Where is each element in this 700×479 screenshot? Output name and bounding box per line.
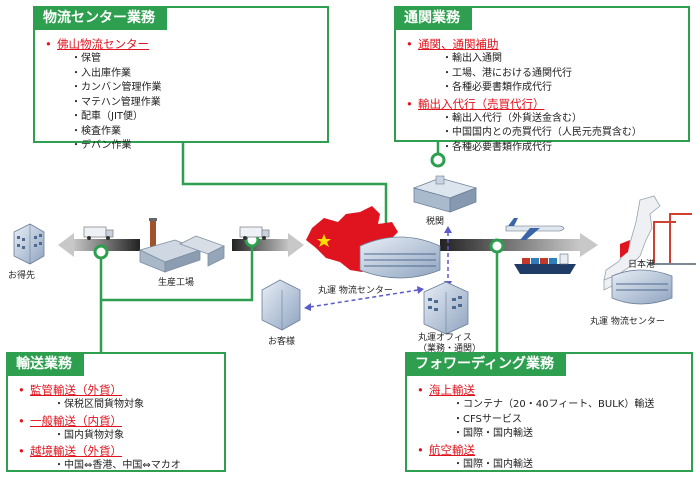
service-item: ・国際・国内輸送 xyxy=(453,458,533,470)
customs-services-body: •通関、通関補助 ・輸出入通関 ・工場、港における通関代行 ・各種必要書類作成代… xyxy=(406,36,684,155)
flow-arrow-to-customer xyxy=(58,233,140,257)
service-item: ・国際・国内輸送 xyxy=(453,428,533,439)
forwarding-services-box: フォワーディング業務 •海上輸送 ・コンテナ（20・40フィート、BULK）輸送… xyxy=(405,352,693,472)
service-item: ・輸出入通関 xyxy=(442,53,502,64)
service-heading: •佛山物流センター xyxy=(45,37,149,51)
service-item: ・中国国内との売買代行（人民元売買含む） xyxy=(442,127,642,138)
customs-office-label: 税関 xyxy=(426,217,445,227)
airplane-icon xyxy=(505,218,565,240)
service-heading: •海上輸送 xyxy=(417,383,475,397)
forwarding-services-body: •海上輸送 ・コンテナ（20・40フィート、BULK）輸送 ・CFSサービス ・… xyxy=(417,382,687,472)
service-item: ・入出庫作業 xyxy=(71,67,131,79)
japan-center-icon xyxy=(611,269,673,305)
factory-label: 生産工場 xyxy=(158,278,195,288)
office-label-line1: 丸運オフィス xyxy=(418,333,472,343)
service-heading: •航空輸送 xyxy=(417,442,475,457)
service-heading: •越境輸送（外貨） xyxy=(18,444,122,458)
service-item: ・検査作業 xyxy=(71,125,121,137)
service-item: ・各種必要書類作成代行 xyxy=(442,141,552,153)
warehouse-services-body: •佛山物流センター ・保管 ・入出庫作業 ・カンバン管理作業 ・マテハン管理作業… xyxy=(45,36,323,154)
service-heading: •輸出入代行（売買代行） xyxy=(406,96,545,111)
warehouse-services-box: 物流センター業務 •佛山物流センター ・保管 ・入出庫作業 ・カンバン管理作業 … xyxy=(33,6,329,151)
customs-services-title: 通関業務 xyxy=(394,6,472,30)
warehouse-services-title: 物流センター業務 xyxy=(33,6,167,30)
flow-arrow-to-japan xyxy=(440,233,598,257)
japan-map-icon xyxy=(603,195,661,291)
customs-services-box: 通関業務 •通関、通関補助 ・輸出入通関 ・工場、港における通関代行 ・各種必要… xyxy=(394,6,690,153)
service-heading: •通関、通関補助 xyxy=(406,37,499,51)
service-item: ・国内貨物対象 xyxy=(54,429,124,441)
connector-lines xyxy=(99,140,499,356)
japan-port-label: 日本港 xyxy=(628,260,656,270)
forwarding-services-title: フォワーディング業務 xyxy=(405,352,567,376)
factory-icon xyxy=(138,218,226,273)
office-label-line2: （業務・通関） xyxy=(418,344,482,354)
service-item: ・輸出入代行（外貨送金含む） xyxy=(442,112,582,124)
service-heading: •監管輸送（外貨） xyxy=(18,383,122,397)
transport-services-box: 輸送業務 •監管輸送（外貨） ・保税区間貨物対象 •一般輸送（内貨） ・国内貨物… xyxy=(6,352,226,472)
office-building-icon xyxy=(423,281,469,335)
ship-icon xyxy=(514,253,576,274)
service-item: ・マテハン管理作業 xyxy=(71,96,161,108)
customs-building-icon xyxy=(412,175,478,213)
service-item: ・中国⇔香港、中国⇔マカオ xyxy=(54,460,181,471)
service-item: ・保管 xyxy=(71,53,101,64)
service-item: ・配車（JIT便） xyxy=(71,111,144,122)
service-item: ・工場、港における通関代行 xyxy=(442,67,572,79)
truck-icon xyxy=(239,226,270,240)
customer-label: お得先 xyxy=(8,271,36,281)
service-item: ・保税区間貨物対象 xyxy=(54,399,144,410)
service-item: ・各種必要書類作成代行 xyxy=(442,82,552,93)
logistics-center-icon xyxy=(359,236,441,279)
transport-services-title: 輸送業務 xyxy=(6,352,84,376)
service-item: ・コンテナ（20・40フィート、BULK）輸送 xyxy=(453,399,655,410)
truck-icon xyxy=(83,226,114,240)
japan-center-label: 丸運 物流センター xyxy=(590,317,665,327)
customer-building-icon xyxy=(13,223,45,265)
service-item: ・カンバン管理作業 xyxy=(71,82,162,93)
client-label: お客様 xyxy=(268,337,296,347)
transport-services-body: •監管輸送（外貨） ・保税区間貨物対象 •一般輸送（内貨） ・国内貨物対象 •越… xyxy=(18,382,220,474)
center-label: 丸運 物流センター xyxy=(318,286,393,296)
client-building-icon xyxy=(261,279,301,331)
service-item: ・デバン作業 xyxy=(71,140,132,151)
service-item: ・CFSサービス xyxy=(453,413,522,425)
service-heading: •一般輸送（内貨） xyxy=(18,413,122,428)
crane-icon xyxy=(648,213,696,265)
